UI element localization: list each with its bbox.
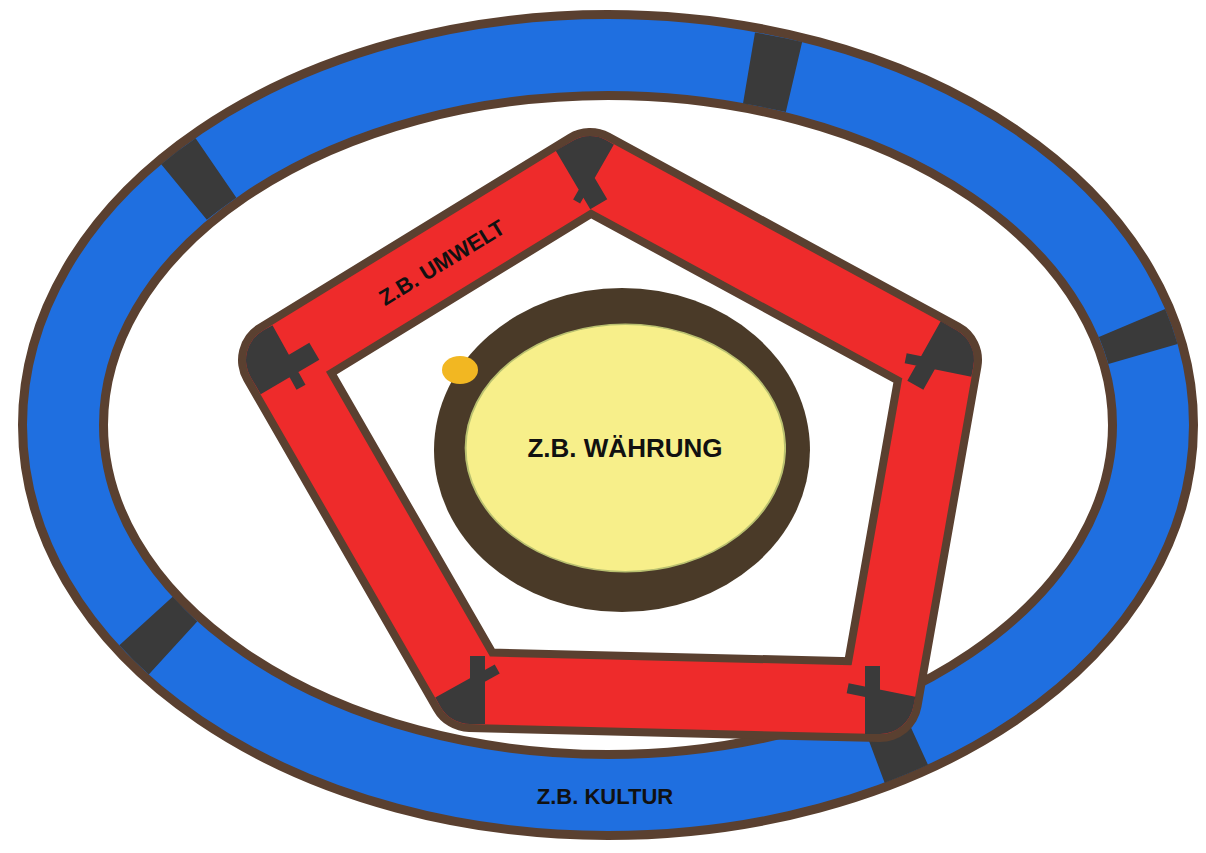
node-label: Z.B. KULTUR <box>537 785 673 809</box>
ring-joint <box>146 621 173 648</box>
red-ring <box>280 170 940 700</box>
blue-ring-outline <box>63 55 1153 795</box>
ring-joint <box>865 690 882 700</box>
red-ring-joints <box>280 170 940 700</box>
node-label: Z.B. WÄHRUNG <box>527 434 722 463</box>
red-ring-outline <box>280 170 940 700</box>
ring-joint <box>749 68 794 77</box>
ring-joint <box>573 170 597 180</box>
ring-joint <box>1132 323 1143 354</box>
blue-band-segment: Z.B. KULTUR <box>529 777 681 817</box>
ring-joint <box>465 681 485 690</box>
currency-circle: Z.B. WÄHRUNG <box>464 323 787 573</box>
yellow-smudge <box>442 356 478 384</box>
ring-joint <box>184 168 216 192</box>
ellipse-shape <box>465 324 784 572</box>
blue-ring <box>63 55 1153 795</box>
blue-ring-joints <box>146 68 1143 749</box>
ring-joint <box>924 351 940 370</box>
ring-joint <box>280 355 290 377</box>
brown-core <box>434 288 810 612</box>
